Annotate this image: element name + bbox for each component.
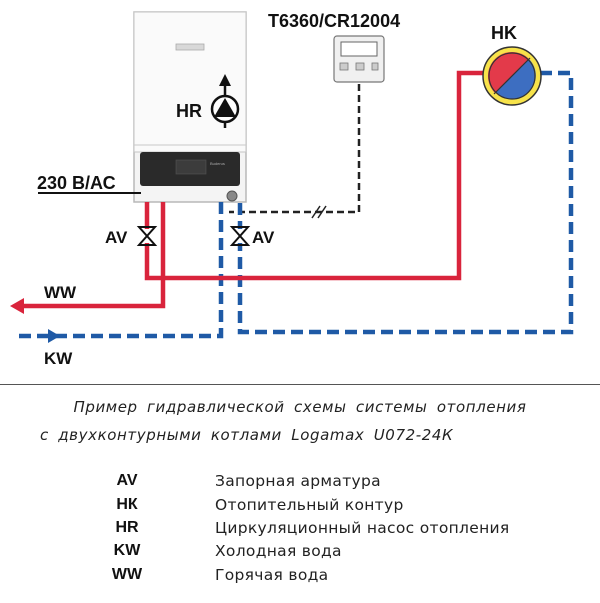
legend-code: KW [113, 542, 141, 559]
cold-water-arrow [48, 329, 60, 343]
legend-desc: Запорная арматура [215, 472, 381, 490]
legend-desc: Отопительный контур [215, 496, 404, 514]
svg-text:Buderus: Buderus [210, 161, 225, 166]
hot-water-label: WW [44, 283, 77, 302]
pump-symbol [210, 74, 240, 128]
valve-right [229, 226, 251, 246]
heating-circuit-symbol [482, 46, 542, 106]
power-label: 230 В/АС [37, 173, 116, 193]
legend-code: WW [111, 566, 143, 583]
cold-water-label: KW [44, 349, 73, 368]
return-pipes [14, 70, 574, 339]
separator-line [0, 384, 600, 385]
legend-item: НК Отопительный контур [0, 496, 600, 518]
hydraulic-diagram: Buderus [10, 11, 574, 368]
legend-item: WW Горячая вода [0, 566, 600, 588]
supply-pipes [22, 70, 484, 309]
signal-cable [229, 84, 361, 214]
caption-line-1: Пример гидравлической схемы системы отоп… [73, 398, 527, 416]
legend-desc: Холодная вода [215, 542, 342, 560]
thermostat-label: T6360/CR12004 [268, 11, 400, 31]
valve-right-label: AV [252, 228, 275, 247]
legend-desc: Горячая вода [215, 566, 329, 584]
legend-code: AV [116, 472, 138, 489]
thermostat-device [333, 35, 385, 83]
legend-code: НК [116, 496, 138, 513]
valve-left-label: AV [105, 228, 128, 247]
heating-circuit-label: HK [491, 23, 517, 43]
pump-label: HR [176, 101, 202, 121]
valve-left [136, 226, 158, 246]
hot-water-arrow [10, 298, 24, 314]
legend-item: HR Циркуляционный насос отопления [0, 519, 600, 541]
legend-item: AV Запорная арматура [0, 472, 600, 494]
legend-desc: Циркуляционный насос отопления [215, 519, 510, 537]
legend-code: HR [115, 519, 139, 536]
legend-item: KW Холодная вода [0, 542, 600, 564]
caption-line-2: с двухконтурными котлами Logamax U072-24… [40, 426, 454, 444]
